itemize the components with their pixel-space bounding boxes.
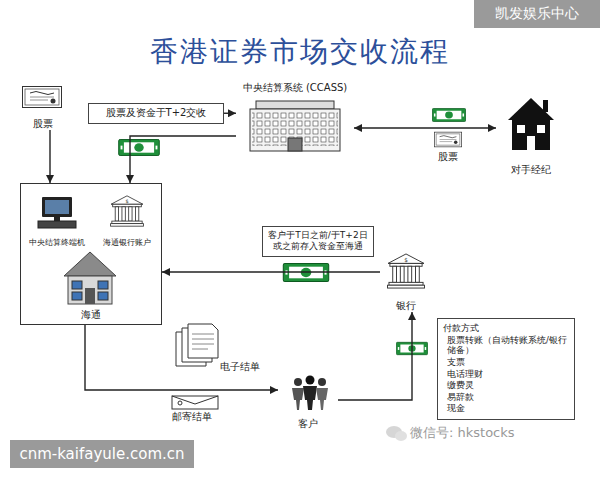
list-item: 易辞款	[443, 392, 569, 403]
broker-house: 对手经纪	[496, 96, 566, 176]
wechat-icon	[386, 426, 407, 441]
list-item: 股票转账（自动转账系统/银行储备）	[443, 335, 569, 356]
bank-account: 海通银行账户	[95, 196, 159, 248]
bank: 银行	[380, 250, 432, 312]
arrow	[338, 312, 412, 400]
node-label: 客户	[298, 418, 318, 431]
node-label: 海通银行账户	[103, 238, 151, 248]
watermark: cnm-kaifayule.com.cn	[10, 445, 194, 464]
watermark: 微信号: hkstocks	[410, 425, 515, 441]
stock-label: 股票	[426, 151, 470, 164]
house-icon	[508, 98, 554, 150]
node-label: 对手经纪	[511, 164, 551, 177]
arrow	[354, 127, 496, 128]
computer-icon	[38, 197, 76, 228]
title: 香港证券市场交收流程	[0, 34, 600, 69]
client: 客户	[278, 372, 338, 430]
document-icon	[176, 324, 218, 366]
watermark: 凯发娱乐中心	[474, 5, 600, 23]
ccass-building: 中央结算系统 (CCASS)	[236, 82, 354, 154]
envelope-icon	[172, 396, 218, 409]
statement-label: 邮寄结单	[172, 411, 212, 424]
statement-label: 电子结单	[220, 361, 260, 374]
haitong-box: 海通 中央结算终端机 海通银行账户	[20, 183, 162, 325]
money-icon	[432, 108, 465, 121]
watermark-badge	[474, 0, 600, 28]
note-box: 客户于T日之前/于T+2日或之前存入资金至海通	[262, 226, 374, 257]
stock-certificate: 股票	[16, 84, 70, 130]
node-label: 海通	[81, 309, 101, 322]
payment-list: 付款方式股票转账（自动转账系统/银行储备）支票电话理财缴费灵易辞款现金	[437, 318, 575, 420]
list-item: 现金	[443, 403, 569, 414]
house-icon	[64, 252, 116, 304]
arrow	[49, 130, 50, 183]
watermark-badge	[10, 440, 194, 468]
node-label: 股票	[33, 118, 53, 131]
list-item: 电话理财	[443, 369, 569, 380]
arrow	[130, 136, 236, 183]
node-label: 中央结算终端机	[29, 238, 85, 248]
money-icon	[119, 139, 160, 155]
list-item: 付款方式	[443, 323, 569, 334]
building-icon	[250, 101, 340, 151]
certificate-icon	[434, 132, 461, 147]
node-label: 股票及资金于T+2交收	[94, 107, 218, 120]
people-icon	[292, 376, 328, 411]
terminal: 中央结算终端机	[25, 196, 89, 248]
arrow	[85, 325, 278, 390]
note-box: 股票及资金于T+2交收	[88, 103, 224, 124]
node-label: 银行	[396, 300, 416, 313]
bank-icon	[111, 196, 144, 226]
list-item: 缴费灵	[443, 380, 569, 391]
list-item: 支票	[443, 357, 569, 368]
bank-icon	[388, 254, 425, 288]
arrow	[162, 271, 380, 272]
node-label: 客户于T日之前/于T+2日或之前存入资金至海通	[268, 230, 368, 253]
node-label: 中央结算系统 (CCASS)	[243, 82, 347, 95]
arrow	[224, 113, 236, 114]
certificate-icon	[23, 87, 62, 108]
